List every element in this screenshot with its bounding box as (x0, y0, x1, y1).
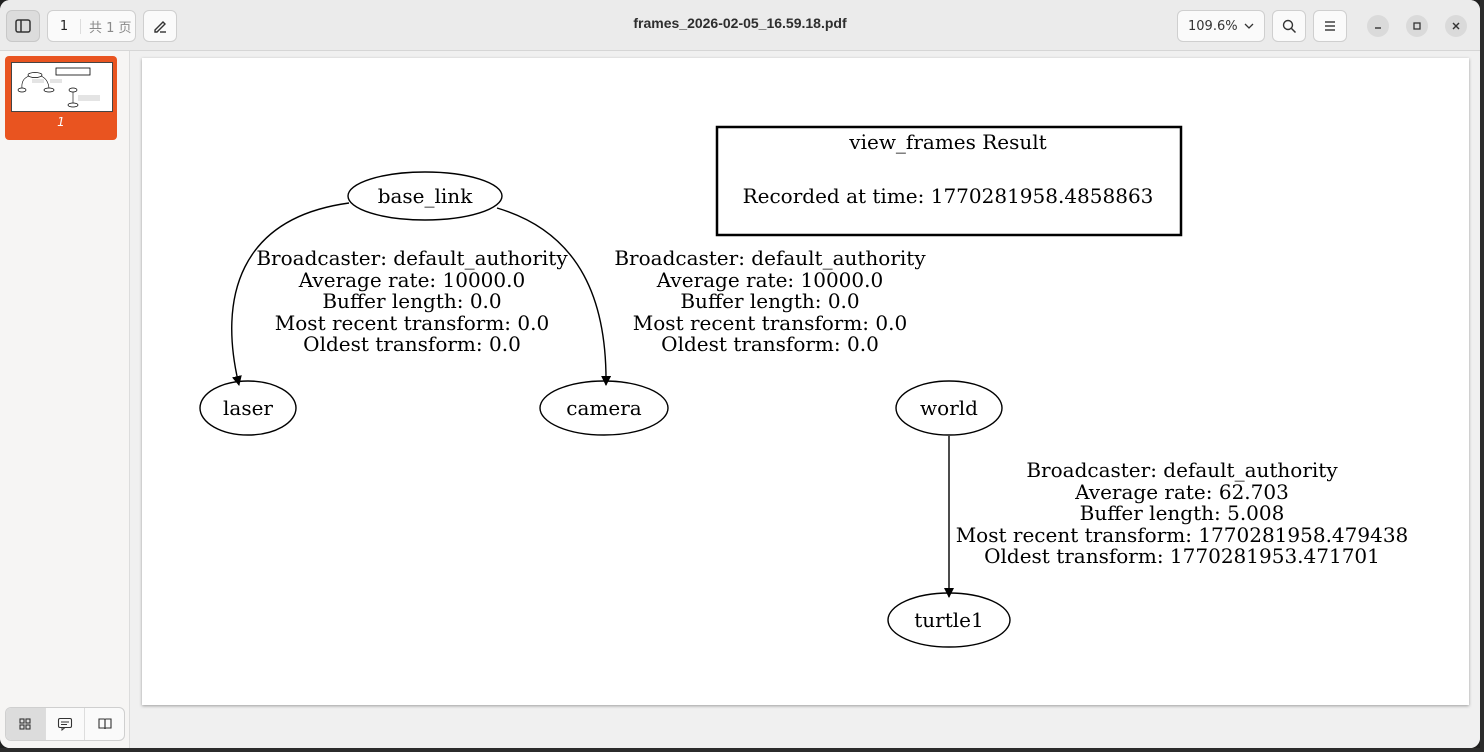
thumbnails-view-button[interactable] (6, 708, 46, 740)
book-icon (98, 718, 112, 730)
main-menu-button[interactable] (1313, 10, 1347, 42)
minimize-button[interactable] (1367, 15, 1389, 37)
edge-label-recent: Most recent transform: 0.0 (633, 311, 907, 335)
current-page-input[interactable]: 1 (48, 18, 81, 34)
edge-label-base-link-laser: Broadcaster: default_authority Average r… (256, 246, 568, 356)
edge-base-link-laser (231, 202, 350, 386)
node-base-link-label: base_link (378, 184, 474, 208)
grid-icon (19, 718, 31, 730)
pdf-page: view_frames Result Recorded at time: 177… (142, 58, 1469, 705)
edge-label-oldest: Oldest transform: 0.0 (661, 332, 879, 356)
edge-label-oldest: Oldest transform: 1770281953.471701 (984, 544, 1380, 568)
node-laser-label: laser (223, 396, 273, 420)
edge-label-recent: Most recent transform: 0.0 (275, 311, 549, 335)
annotate-button[interactable] (143, 10, 177, 42)
node-turtle1-label: turtle1 (914, 608, 983, 632)
edge-label-broadcaster: Broadcaster: default_authority (614, 246, 926, 270)
zoom-level: 109.6% (1188, 18, 1238, 34)
node-laser (199, 380, 297, 436)
edge-label-buffer: Buffer length: 0.0 (680, 289, 859, 313)
outline-view-button[interactable] (85, 708, 124, 740)
node-world (895, 380, 1003, 436)
edge-label-world-turtle1: Broadcaster: default_authority Average r… (956, 458, 1409, 568)
document-title: frames_2026-02-05_16.59.18.pdf (633, 15, 847, 31)
edge-label-rate: Average rate: 10000.0 (656, 268, 883, 292)
edge-label-buffer: Buffer length: 0.0 (322, 289, 501, 313)
node-world-label: world (920, 396, 978, 420)
tf-frames-graph: view_frames Result Recorded at time: 177… (199, 125, 1409, 648)
page-thumbnail-selected[interactable]: 1 (5, 56, 117, 140)
node-camera-label: camera (566, 396, 641, 420)
sidebar-icon (15, 19, 31, 33)
result-title: view_frames Result (848, 130, 1046, 154)
background-desktop-edge-bottom (0, 748, 1484, 752)
thumbnail-preview (17, 67, 100, 108)
edge-base-link-camera (496, 207, 612, 386)
search-button[interactable] (1272, 10, 1306, 42)
edge-label-broadcaster: Broadcaster: default_authority (1026, 458, 1338, 482)
edge-label-recent: Most recent transform: 1770281958.479438 (956, 523, 1409, 547)
edge-label-buffer: Buffer length: 5.008 (1080, 501, 1285, 525)
node-turtle1 (887, 592, 1011, 648)
node-camera (539, 380, 669, 436)
maximize-button[interactable] (1406, 15, 1428, 37)
node-base-link (347, 171, 503, 221)
page-thumbnail-image[interactable] (11, 62, 113, 112)
sidebar-mode-switcher (5, 707, 125, 741)
sidebar-toggle-button[interactable] (6, 10, 40, 42)
thumbnail-page-number: 1 (57, 115, 65, 129)
close-button[interactable] (1445, 15, 1467, 37)
thumbnail-sidebar: 1 (0, 51, 130, 748)
annotations-view-button[interactable] (46, 708, 86, 740)
maximize-icon (1413, 22, 1421, 30)
background-desktop-edge (1480, 0, 1484, 752)
edge-label-oldest: Oldest transform: 0.0 (303, 332, 521, 356)
header-bar: 1 共 1 页 frames_2026-02-05_16.59.18.pdf 1… (0, 0, 1480, 51)
recorded-time: Recorded at time: 1770281958.4858863 (743, 184, 1154, 208)
chevron-down-icon (1244, 23, 1254, 29)
result-box (715, 125, 1183, 237)
page-number-field[interactable]: 1 共 1 页 (47, 10, 136, 42)
zoom-dropdown[interactable]: 109.6% (1177, 10, 1265, 42)
pencil-icon (154, 21, 166, 33)
edge-label-base-link-camera: Broadcaster: default_authority Average r… (614, 246, 926, 356)
search-icon (1282, 19, 1296, 33)
close-icon (1452, 22, 1460, 30)
edge-label-rate: Average rate: 62.703 (1074, 480, 1289, 504)
document-view-area[interactable]: view_frames Result Recorded at time: 177… (130, 51, 1480, 748)
edge-label-broadcaster: Broadcaster: default_authority (256, 246, 568, 270)
minimize-icon (1375, 27, 1381, 29)
edge-label-rate: Average rate: 10000.0 (298, 268, 525, 292)
comment-icon (57, 717, 73, 731)
hamburger-icon (1325, 21, 1335, 31)
page-total-label: 共 1 页 (89, 20, 132, 36)
